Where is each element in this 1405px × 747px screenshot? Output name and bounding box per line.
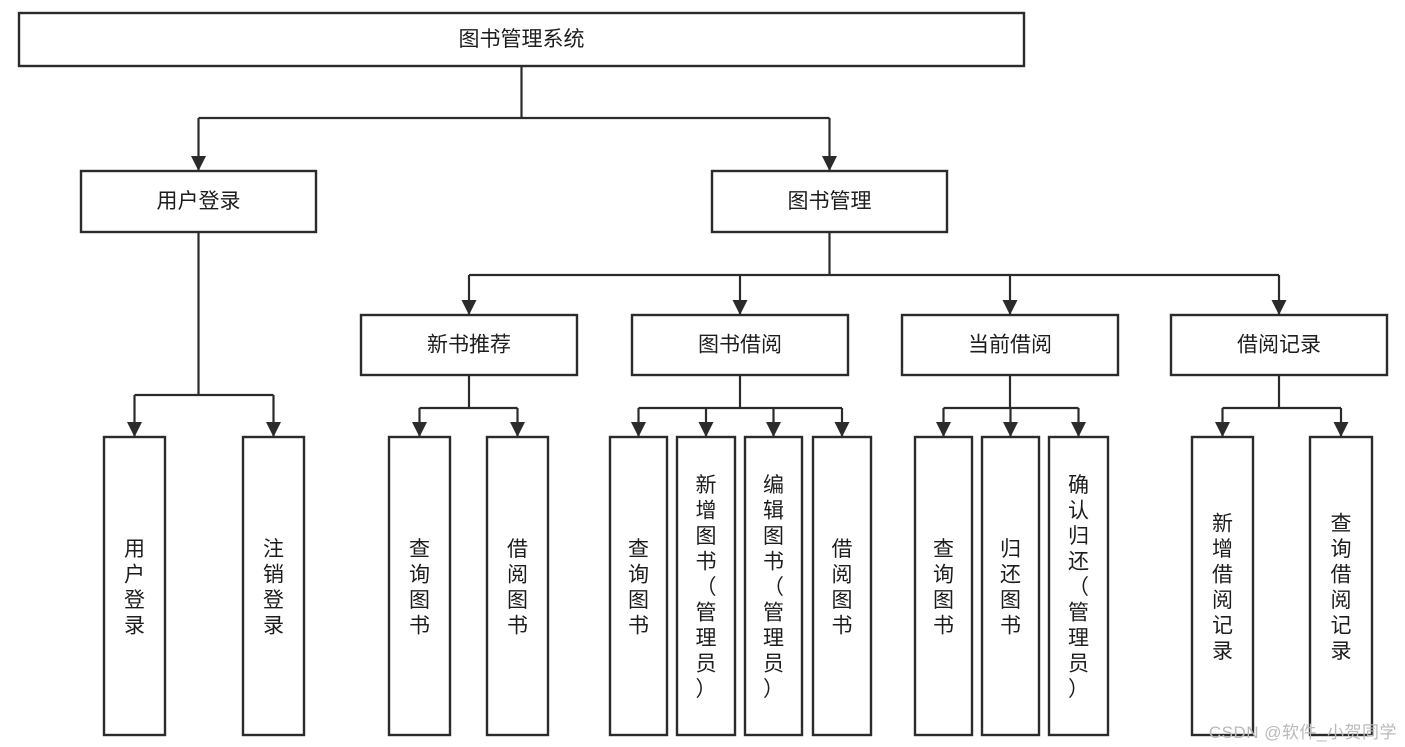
nodes-layer: 图书管理系统用户登录图书管理新书推荐图书借阅当前借阅借阅记录用户登录注销登录查询… (17, 11, 1389, 737)
node-leaf-query-book-current[interactable]: 查询图书 (913, 435, 974, 737)
arrow-icon-new-book-recommend (461, 300, 477, 315)
node-leaf-add-book-admin[interactable]: 新增图书（管理员） (675, 435, 737, 737)
arrow-icon-leaf-edit-book-admin (766, 422, 781, 437)
node-new-book-recommend[interactable]: 新书推荐 (359, 313, 579, 377)
node-box-leaf-return-book (980, 435, 1041, 737)
node-label-leaf-query-book-borrow: 查询图书 (628, 538, 649, 638)
node-root[interactable]: 图书管理系统 (17, 11, 1026, 68)
node-user-login[interactable]: 用户登录 (79, 169, 318, 234)
node-box-current-borrow (900, 313, 1120, 377)
node-box-new-book-recommend (359, 313, 579, 377)
arrow-icon-borrow-record (1271, 300, 1287, 315)
node-leaf-confirm-return-admin[interactable]: 确认归还（管理员） (1047, 435, 1110, 737)
node-label-leaf-edit-book-admin: 编辑图书（管理员） (763, 474, 784, 701)
node-label-current-borrow: 当前借阅 (968, 334, 1052, 357)
node-box-leaf-borrow-book (811, 435, 873, 737)
node-label-root: 图书管理系统 (459, 28, 585, 51)
arrow-icon-user-login (191, 156, 206, 171)
arrow-icon-leaf-query-borrow-record (1333, 422, 1349, 437)
node-leaf-edit-book-admin[interactable]: 编辑图书（管理员） (743, 435, 804, 737)
node-borrow-record[interactable]: 借阅记录 (1169, 313, 1389, 377)
node-label-new-book-recommend: 新书推荐 (427, 334, 511, 357)
node-label-leaf-return-book: 归还图书 (1000, 538, 1021, 638)
arrow-icon-leaf-user-login (127, 422, 142, 437)
node-label-leaf-borrow-book: 借阅图书 (832, 538, 853, 638)
node-box-leaf-add-book-admin (675, 435, 737, 737)
arrow-icon-leaf-logout-login (266, 422, 281, 437)
node-box-user-login (79, 169, 318, 234)
node-label-borrow-record: 借阅记录 (1237, 334, 1321, 357)
node-leaf-return-book[interactable]: 归还图书 (980, 435, 1041, 737)
node-label-leaf-confirm-return-admin: 确认归还（管理员） (1068, 474, 1089, 701)
node-box-leaf-query-book-current (913, 435, 974, 737)
node-box-leaf-query-book-borrow (608, 435, 669, 737)
node-label-leaf-user-login: 用户登录 (124, 538, 145, 638)
connectors-layer (127, 66, 1349, 437)
node-label-user-login: 用户登录 (157, 190, 241, 213)
node-box-leaf-add-borrow-record (1190, 435, 1255, 737)
node-box-leaf-user-login (102, 435, 167, 737)
node-leaf-query-book-borrow[interactable]: 查询图书 (608, 435, 669, 737)
node-label-leaf-borrow-book-recommend: 借阅图书 (507, 538, 528, 638)
arrow-icon-leaf-add-book-admin (698, 422, 714, 437)
node-book-borrow[interactable]: 图书借阅 (630, 313, 850, 377)
arrow-icon-leaf-borrow-book (834, 422, 850, 437)
node-leaf-query-book-recommend[interactable]: 查询图书 (387, 435, 452, 737)
node-label-leaf-query-borrow-record: 查询借阅记录 (1331, 512, 1352, 663)
node-box-leaf-logout-login (241, 435, 306, 737)
node-box-book-management (710, 169, 949, 234)
node-leaf-borrow-book-recommend[interactable]: 借阅图书 (485, 435, 550, 737)
node-current-borrow[interactable]: 当前借阅 (900, 313, 1120, 377)
arrow-icon-leaf-add-borrow-record (1215, 422, 1230, 437)
arrow-icon-leaf-return-book (1003, 422, 1018, 437)
node-label-leaf-add-borrow-record: 新增借阅记录 (1212, 512, 1233, 663)
node-leaf-query-borrow-record[interactable]: 查询借阅记录 (1308, 435, 1374, 737)
node-label-leaf-query-book-recommend: 查询图书 (409, 538, 430, 638)
node-leaf-user-login[interactable]: 用户登录 (102, 435, 167, 737)
node-box-leaf-borrow-book-recommend (485, 435, 550, 737)
node-label-leaf-add-book-admin: 新增图书（管理员） (696, 474, 717, 701)
arrow-icon-book-management (822, 156, 837, 171)
node-label-book-borrow: 图书借阅 (698, 334, 782, 357)
node-leaf-logout-login[interactable]: 注销登录 (241, 435, 306, 737)
node-label-leaf-query-book-current: 查询图书 (933, 538, 954, 638)
node-box-root (17, 11, 1026, 68)
node-box-leaf-query-borrow-record (1308, 435, 1374, 737)
node-box-leaf-edit-book-admin (743, 435, 804, 737)
arrow-icon-current-borrow (1002, 300, 1018, 315)
node-leaf-add-borrow-record[interactable]: 新增借阅记录 (1190, 435, 1255, 737)
arrow-icon-leaf-confirm-return-admin (1071, 422, 1086, 437)
arrow-icon-leaf-query-book-borrow (631, 422, 646, 437)
csdn-watermark: CSDN @软件_小贺同学 (1208, 723, 1397, 742)
arrow-icon-leaf-borrow-book-recommend (510, 422, 525, 437)
node-box-leaf-confirm-return-admin (1047, 435, 1110, 737)
node-leaf-borrow-book[interactable]: 借阅图书 (811, 435, 873, 737)
arrow-icon-leaf-query-book-recommend (412, 422, 427, 437)
node-book-management[interactable]: 图书管理 (710, 169, 949, 234)
node-box-book-borrow (630, 313, 850, 377)
arrow-icon-book-borrow (732, 300, 748, 315)
node-box-leaf-query-book-recommend (387, 435, 452, 737)
node-label-leaf-logout-login: 注销登录 (263, 538, 284, 638)
arrow-icon-leaf-query-book-current (936, 422, 951, 437)
node-label-book-management: 图书管理 (788, 190, 872, 213)
node-box-borrow-record (1169, 313, 1389, 377)
